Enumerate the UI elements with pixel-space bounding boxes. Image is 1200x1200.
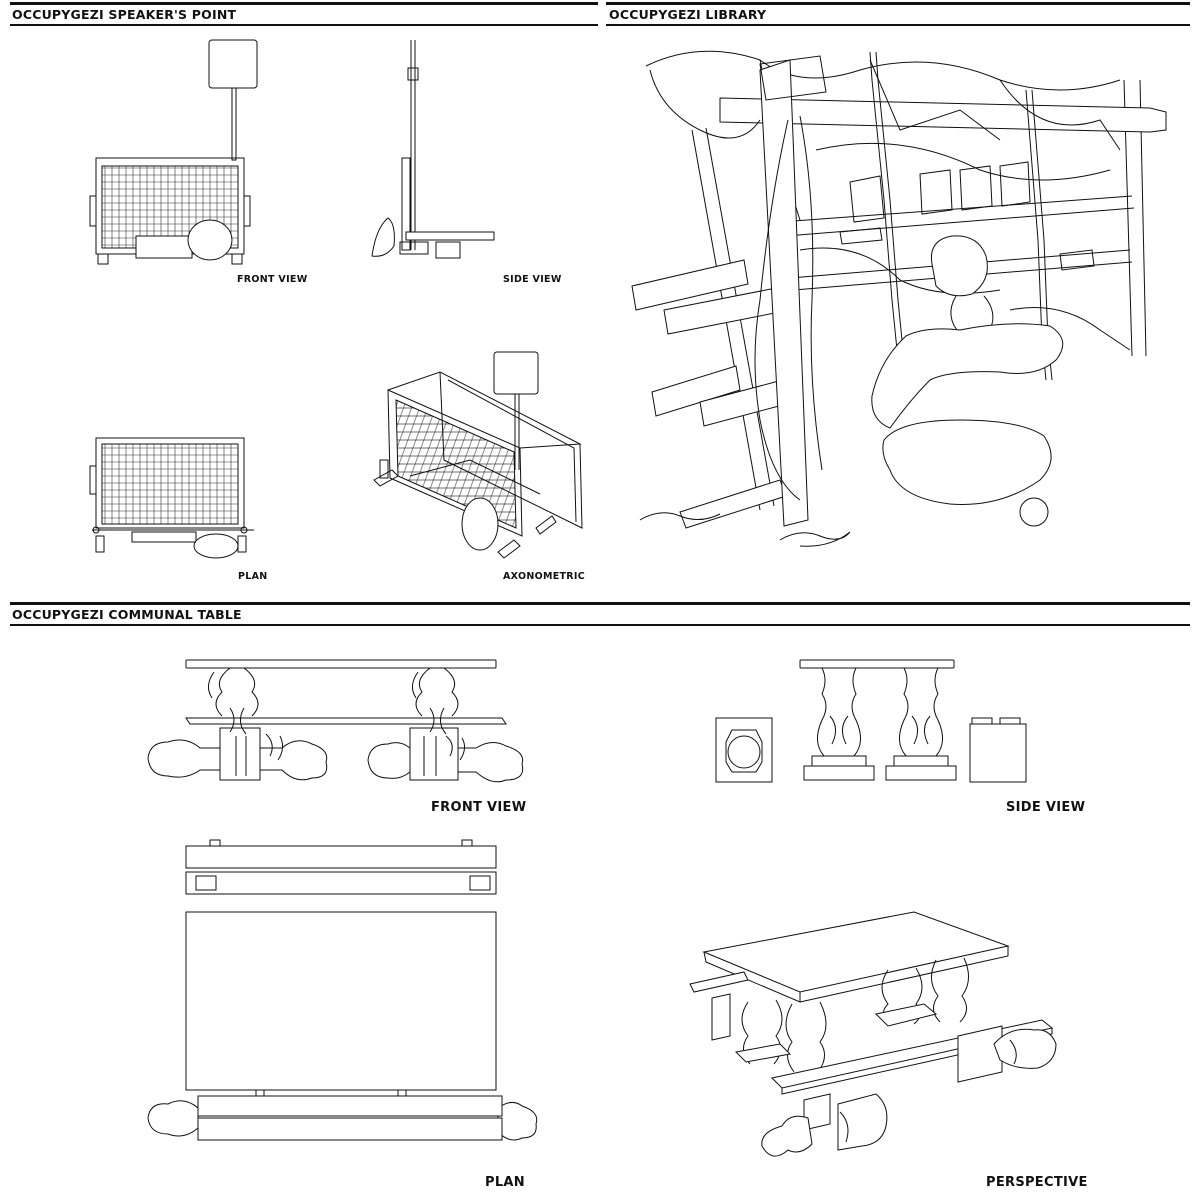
table-plan-label: PLAN [485, 1175, 525, 1190]
library-title-underline [606, 24, 1190, 26]
table-top-rule [10, 602, 1190, 605]
library-section-title: OCCUPYGEZI LIBRARY [609, 7, 767, 22]
speaker-side-view-drawing [372, 40, 494, 258]
speaker-plan-drawing [90, 438, 254, 558]
table-perspective-label: PERSPECTIVE [986, 1175, 1088, 1190]
speaker-plan-label: PLAN [238, 571, 268, 582]
table-front-view-label: FRONT VIEW [431, 800, 527, 815]
table-side-view-label: SIDE VIEW [1006, 800, 1086, 815]
speaker-front-view-drawing [90, 40, 257, 264]
table-side-view-drawing [716, 660, 1026, 782]
speaker-section-title: OCCUPYGEZI SPEAKER'S POINT [12, 7, 237, 22]
table-section-title: OCCUPYGEZI COMMUNAL TABLE [12, 607, 242, 622]
table-front-view-drawing [148, 660, 523, 782]
speaker-side-view-label: SIDE VIEW [503, 274, 562, 285]
speaker-title-underline [10, 24, 598, 26]
speaker-top-rule [10, 2, 598, 5]
table-perspective-drawing [690, 912, 1056, 1156]
speaker-front-view-label: FRONT VIEW [237, 274, 308, 285]
table-plan-drawing [148, 840, 537, 1140]
library-sketch-drawing [632, 51, 1166, 546]
speaker-axonometric-label: AXONOMETRIC [503, 571, 585, 582]
table-title-underline [10, 624, 1190, 626]
speaker-axonometric-drawing [374, 352, 582, 558]
library-top-rule [606, 2, 1190, 5]
